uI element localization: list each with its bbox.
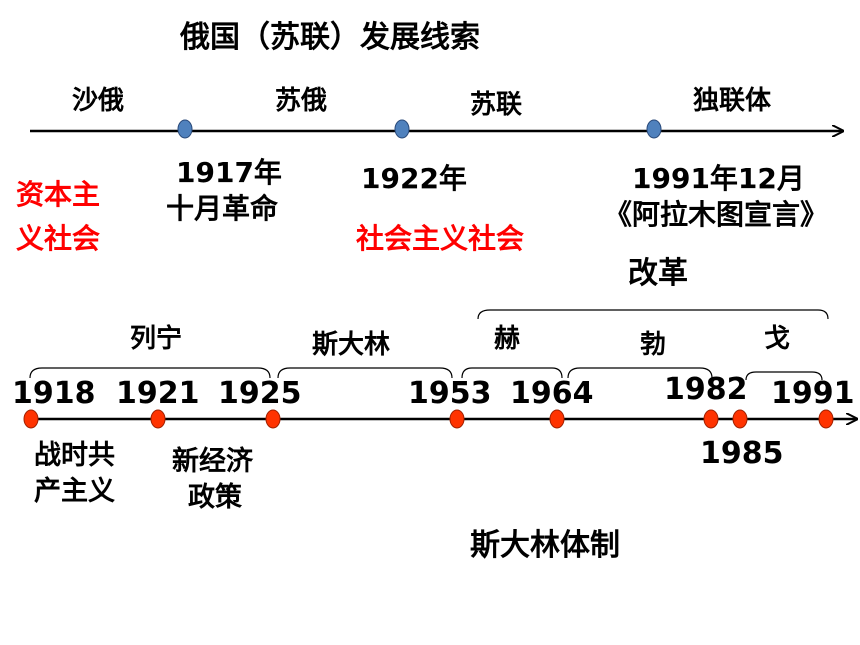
- year-1953: 1953: [408, 376, 492, 411]
- capitalist-society-line2: 义社会: [16, 222, 101, 255]
- year-1918: 1918: [12, 376, 96, 411]
- event-1991-12-date: 1991年12月: [632, 162, 805, 195]
- year-1985: 1985: [700, 436, 784, 471]
- year-1964: 1964: [510, 376, 594, 411]
- reform-brace: [477, 309, 829, 320]
- year-1991: 1991: [771, 376, 855, 411]
- dot-1985: [732, 409, 748, 429]
- dot-1964: [549, 409, 565, 429]
- leader-brezhnev: 勃: [640, 330, 667, 360]
- socialist-society: 社会主义社会: [356, 222, 525, 255]
- dot-1953: [449, 409, 465, 429]
- gorbachev-brace: [745, 371, 823, 381]
- war-communism-line2: 产主义: [34, 476, 115, 507]
- year-1982: 1982: [664, 372, 748, 407]
- dot-1921: [150, 409, 166, 429]
- khrushchev-brace: [461, 367, 563, 379]
- leader-stalin: 斯大林: [312, 330, 391, 360]
- dot-1991: [818, 409, 834, 429]
- leader-gorbachev: 戈: [764, 324, 791, 354]
- year-1921: 1921: [116, 376, 200, 411]
- lenin-brace: [29, 367, 271, 379]
- event-1922-year: 1922年: [361, 162, 467, 195]
- period-soviet-union: 苏联: [470, 90, 523, 120]
- event-alma-ata-declaration: 《阿拉木图宣言》: [604, 198, 829, 231]
- dot-1982: [703, 409, 719, 429]
- dot-1918: [23, 409, 39, 429]
- event-1917-year: 1917年: [176, 156, 282, 189]
- war-communism-line1: 战时共: [34, 440, 115, 471]
- nep-line2: 政策: [188, 482, 242, 513]
- dot-1991-12: [646, 119, 662, 139]
- period-cis: 独联体: [693, 86, 772, 116]
- leader-khrushchev: 赫: [494, 324, 521, 354]
- reform-label: 改革: [628, 256, 688, 291]
- page-title: 俄国（苏联）发展线索: [180, 20, 480, 55]
- period-tsarist-russia: 沙俄: [72, 86, 125, 116]
- event-october-revolution: 十月革命: [166, 192, 279, 225]
- year-1925: 1925: [218, 376, 302, 411]
- dot-1917: [177, 119, 193, 139]
- period-soviet-russia: 苏俄: [275, 86, 328, 116]
- nep-line1: 新经济: [172, 446, 253, 477]
- dot-1922: [394, 119, 410, 139]
- brezhnev-brace: [567, 367, 713, 379]
- leader-lenin: 列宁: [130, 324, 183, 354]
- stalin-brace: [277, 367, 453, 379]
- dot-1925: [265, 409, 281, 429]
- stalin-system-label: 斯大林体制: [470, 528, 620, 563]
- capitalist-society-line1: 资本主: [16, 178, 101, 211]
